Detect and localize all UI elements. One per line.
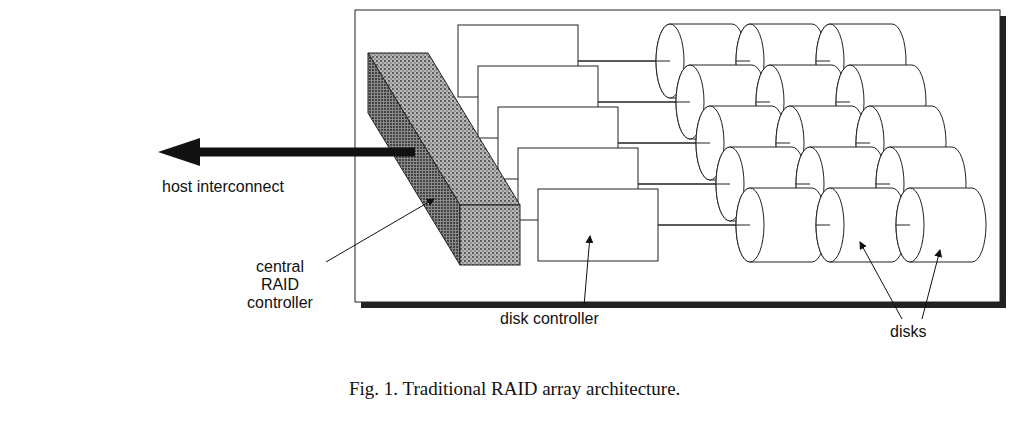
- interconnect-label: host interconnect: [162, 178, 284, 196]
- disk-row: [538, 188, 986, 262]
- controller-label: central RAID controller: [236, 258, 324, 312]
- raid-controller-prism: [368, 53, 520, 265]
- array-panel: [355, 10, 1000, 302]
- disks-label: disks: [890, 323, 926, 341]
- host-arrow: [158, 138, 415, 166]
- figure-caption: Fig. 1. Traditional RAID array architect…: [349, 378, 680, 400]
- disk-controller-label: disk controller: [500, 310, 599, 328]
- leader-lines: [326, 199, 940, 319]
